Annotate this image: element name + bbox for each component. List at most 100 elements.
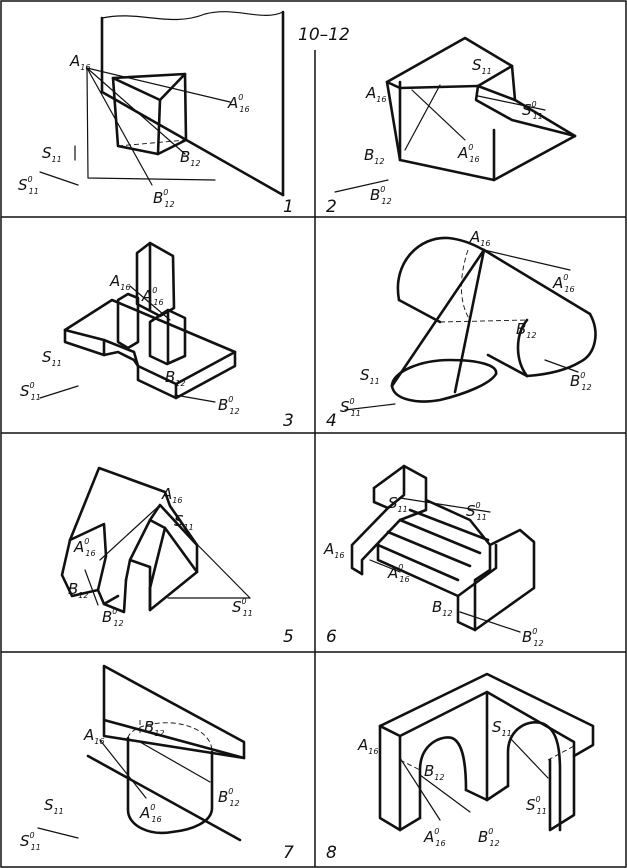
label-b-sub: 12 [526, 331, 536, 340]
label-s2-sub: 11 [243, 609, 253, 618]
label-s2-sub: 11 [29, 187, 39, 196]
svg-text:S11: S11 [492, 718, 512, 738]
label-b2-sub: 12 [381, 197, 391, 206]
label-s: S [388, 494, 398, 512]
label-b2-sub: 12 [164, 200, 174, 209]
label-a: A [83, 726, 94, 744]
label-a-sub: 16 [334, 551, 344, 560]
label-s2-sup: 0 [242, 597, 247, 606]
panel-1-drawing [39, 10, 285, 197]
panel-3-drawing [39, 241, 237, 403]
label-b2: B [570, 372, 580, 390]
label-a2-sub: 16 [399, 575, 409, 584]
label-s2-sup: 0 [350, 397, 355, 406]
label-b2: B [218, 788, 228, 806]
label-a: A [161, 485, 172, 503]
label-a-sub: 16 [376, 95, 386, 104]
label-a: A [323, 540, 334, 558]
label-s: S [492, 718, 502, 736]
svg-text:A16: A16 [109, 272, 130, 292]
label-a2-sub: 16 [435, 839, 445, 848]
panel-7-drawing [37, 664, 246, 842]
label-b2-sub: 12 [533, 639, 543, 648]
label-a2: A [139, 804, 150, 822]
label-b2-sup: 0 [532, 627, 537, 636]
label-a2: A [141, 287, 152, 305]
label-b2: B [218, 396, 228, 414]
label-s2-sup: 0 [476, 501, 481, 510]
label-b: B [424, 762, 434, 780]
label-b-sub: 12 [442, 609, 452, 618]
panel-number: 3 [283, 411, 294, 431]
label-s: S [360, 366, 370, 384]
svg-text:B12: B12 [180, 148, 200, 168]
label-s2-sub: 11 [31, 843, 41, 852]
label-a2: A [552, 274, 563, 292]
label-a2-sup: 0 [238, 93, 243, 102]
label-a2-sub: 16 [85, 549, 95, 558]
label-a-sub: 16 [80, 63, 90, 72]
label-a: A [469, 228, 480, 246]
label-b: B [144, 718, 154, 736]
label-b: B [68, 580, 78, 598]
label-s2: S [466, 502, 476, 520]
label-s-sub: 11 [398, 505, 408, 514]
svg-text:A16: A16 [357, 736, 378, 756]
label-s: S [42, 348, 52, 366]
panel-number: 8 [326, 843, 337, 863]
label-s2-sub: 11 [31, 393, 41, 402]
label-b2-sup: 0 [228, 395, 233, 404]
label-s2: S [340, 398, 350, 416]
panel-8-drawing [378, 672, 595, 832]
svg-text:S11: S11 [42, 348, 62, 368]
label-a2-sup: 0 [150, 803, 155, 812]
label-s-sub: 11 [502, 729, 512, 738]
label-b2: B [522, 628, 532, 646]
svg-text:B12: B12 [424, 762, 444, 782]
label-a: A [109, 272, 120, 290]
label-b2-sub: 12 [229, 799, 239, 808]
svg-text:S11: S11 [174, 512, 194, 532]
label-b2-sub: 12 [113, 619, 123, 628]
svg-text:B12: B12 [516, 320, 536, 340]
label-s-sub: 11 [52, 155, 62, 164]
label-s2-sub: 11 [351, 409, 361, 418]
panel-5-drawing [60, 466, 251, 614]
label-b-sub: 12 [374, 157, 384, 166]
label-s: S [174, 512, 184, 530]
label-b2: B [370, 186, 380, 204]
label-b: B [165, 368, 175, 386]
svg-text:A16: A16 [161, 485, 182, 505]
label-a: A [69, 52, 80, 70]
svg-text:B12: B12 [144, 718, 164, 738]
label-s2: S [232, 598, 242, 616]
label-s2-sup: 0 [28, 175, 33, 184]
label-b: B [432, 598, 442, 616]
label-a2-sub: 16 [151, 815, 161, 824]
svg-text:S11: S11 [388, 494, 408, 514]
label-a2: A [423, 828, 434, 846]
svg-text:B12: B12 [364, 146, 384, 166]
label-b-sub: 12 [175, 379, 185, 388]
